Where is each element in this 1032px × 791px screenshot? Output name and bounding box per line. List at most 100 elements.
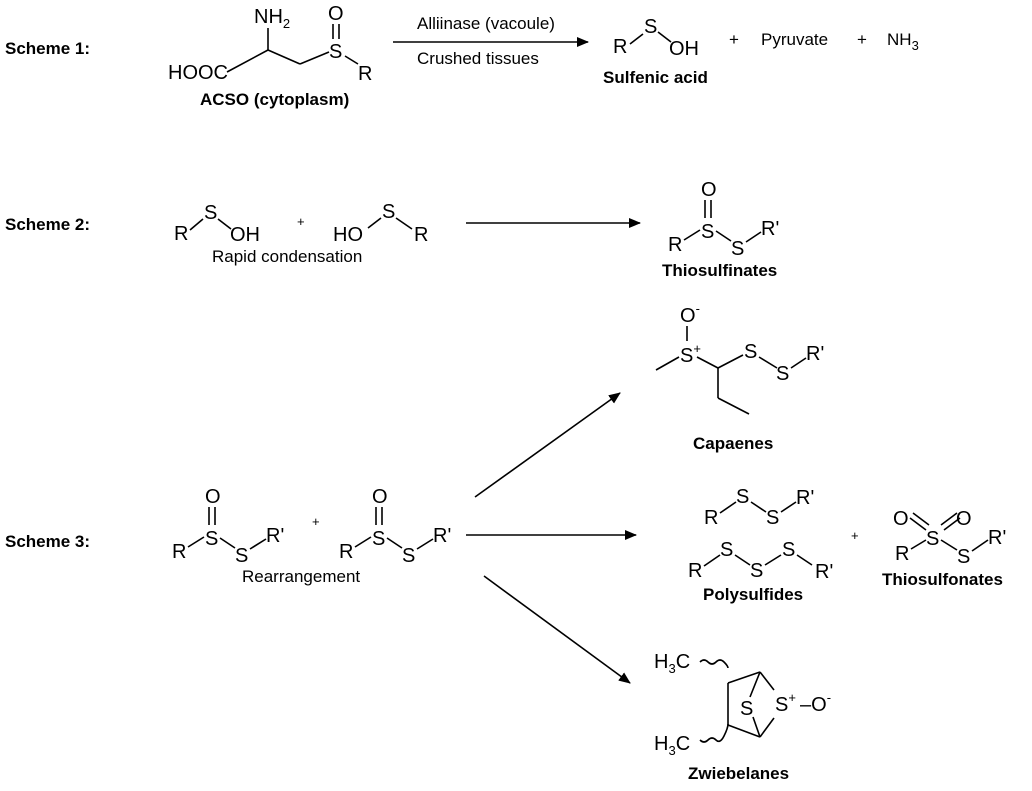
thiosulfinate-reactant-1: O S R S R' — [172, 486, 284, 567]
double-bond — [909, 517, 927, 531]
r-group: R — [688, 560, 702, 582]
plus-sign: + — [297, 214, 305, 229]
oxygen-atom: O — [956, 508, 972, 530]
capaene-structure: O- S+ S S R' Capaenes — [655, 301, 824, 453]
bond — [796, 554, 813, 566]
bond — [910, 539, 927, 550]
r-group: R — [358, 63, 372, 85]
bond — [750, 501, 767, 513]
nh2-atom: NH2 — [254, 6, 290, 31]
sulfur-atom: S — [731, 238, 744, 260]
rapid-condensation-label: Rapid condensation — [212, 247, 362, 266]
bond — [416, 538, 434, 550]
plus-sign: + — [312, 514, 320, 529]
thiosulfonates-label: Thiosulfonates — [882, 570, 1003, 589]
acso-label: ACSO (cytoplasm) — [200, 90, 349, 109]
r-group: R — [172, 541, 186, 563]
thiosulfinate-reactant-2: O S R S R' — [339, 486, 451, 567]
oxygen-atom: O — [328, 3, 344, 25]
oxygen-atom: O — [205, 486, 221, 508]
oxygen-atom: O — [893, 508, 909, 530]
polysulfide-structures: R S S R' R S S S R' Polysulfides — [688, 486, 833, 604]
bond — [187, 536, 205, 548]
sulfur-atom: S — [372, 528, 385, 550]
r-group: R — [339, 541, 353, 563]
bond — [715, 230, 732, 242]
oxide-group: –O- — [800, 690, 831, 716]
double-bond — [943, 517, 961, 531]
wavy-bond — [699, 723, 729, 743]
bond — [696, 356, 719, 369]
r-prime-group: R' — [815, 561, 833, 583]
r-prime-group: R' — [796, 487, 814, 509]
sulfenic-acid-reactant: R S OH — [174, 202, 260, 246]
sulfur-atom: S — [766, 507, 779, 529]
sulfur-atom: S — [382, 201, 395, 223]
zwiebelane-structure: H3C H3C S S+ –O- Zwiebelanes — [654, 651, 831, 783]
scheme-1-label: Scheme 1: — [5, 39, 90, 58]
r-prime-group: R' — [806, 343, 824, 365]
sulfur-atom: S — [720, 539, 733, 561]
crushed-tissues-label: Crushed tissues — [417, 49, 539, 68]
double-bond — [912, 512, 930, 526]
double-bond — [940, 512, 958, 526]
r-group: R — [613, 36, 627, 58]
sulfur-atom: S — [926, 528, 939, 550]
bond — [752, 716, 761, 738]
arrow-to-capaenes — [474, 392, 621, 498]
bond — [717, 397, 750, 415]
sulfur-atom: S — [750, 560, 763, 582]
bond — [657, 31, 672, 43]
acso-structure: NH2 HOOC S O R ACSO (cytoplasm) — [168, 3, 372, 109]
scheme-3: Scheme 3: O S R S R' + O S R S R' — [5, 301, 1006, 783]
bond — [971, 539, 989, 552]
bond — [790, 357, 807, 369]
bond — [764, 554, 782, 566]
pyruvate-label: Pyruvate — [761, 30, 828, 49]
oxygen-atom: O- — [680, 301, 700, 327]
oxygen-atom: O — [701, 179, 717, 201]
r-prime-group: R' — [433, 525, 451, 547]
scheme-3-label: Scheme 3: — [5, 532, 90, 551]
bond — [745, 231, 762, 243]
sulfur-atom: S — [644, 16, 657, 38]
bond — [354, 536, 372, 548]
bond — [249, 538, 267, 550]
bond — [395, 217, 413, 230]
bond — [758, 356, 778, 369]
bridge-sulfur-atom: S — [740, 698, 753, 720]
bond — [367, 217, 382, 229]
sulfur-atom: S — [782, 539, 795, 561]
sulfur-atom: S — [957, 546, 970, 568]
r-group: R — [895, 543, 909, 565]
sulfenic-acid-label: Sulfenic acid — [603, 68, 708, 87]
hydroxyl-group: HO — [333, 224, 363, 246]
arrow-to-zwiebelanes — [483, 575, 631, 684]
r-prime-group: R' — [266, 525, 284, 547]
bond — [719, 501, 737, 514]
rearrangement-label: Rearrangement — [242, 567, 360, 586]
scheme-2: Scheme 2: R S OH + HO S R Rapid condensa… — [5, 179, 779, 280]
scheme-1: Scheme 1: NH2 HOOC S O R ACSO (cytoplasm… — [5, 3, 919, 109]
sulfur-atom: S — [736, 486, 749, 508]
ammonia-label: NH3 — [887, 30, 919, 53]
bond — [386, 537, 403, 549]
bond — [780, 501, 797, 513]
sulfur-atom: S — [235, 545, 248, 567]
bond — [299, 51, 330, 65]
sulfonium-atom: S+ — [775, 690, 796, 716]
thiosulfonate-structure: O O S R S R' Thiosulfonates — [882, 508, 1006, 589]
bond — [219, 537, 236, 549]
oxygen-atom: O — [372, 486, 388, 508]
thiosulfinate-structure: O S R S R' Thiosulfinates — [662, 179, 779, 280]
sulfonium-atom: S+ — [680, 341, 701, 367]
r-group: R — [414, 224, 428, 246]
hooc-atom: HOOC — [168, 62, 228, 84]
r-prime-group: R' — [761, 218, 779, 240]
sulfur-atom: S — [329, 41, 342, 63]
bond — [717, 354, 744, 369]
bond — [344, 55, 359, 65]
thiosulfinates-label: Thiosulfinates — [662, 261, 777, 280]
bond — [226, 49, 269, 73]
sulfur-atom: S — [776, 363, 789, 385]
